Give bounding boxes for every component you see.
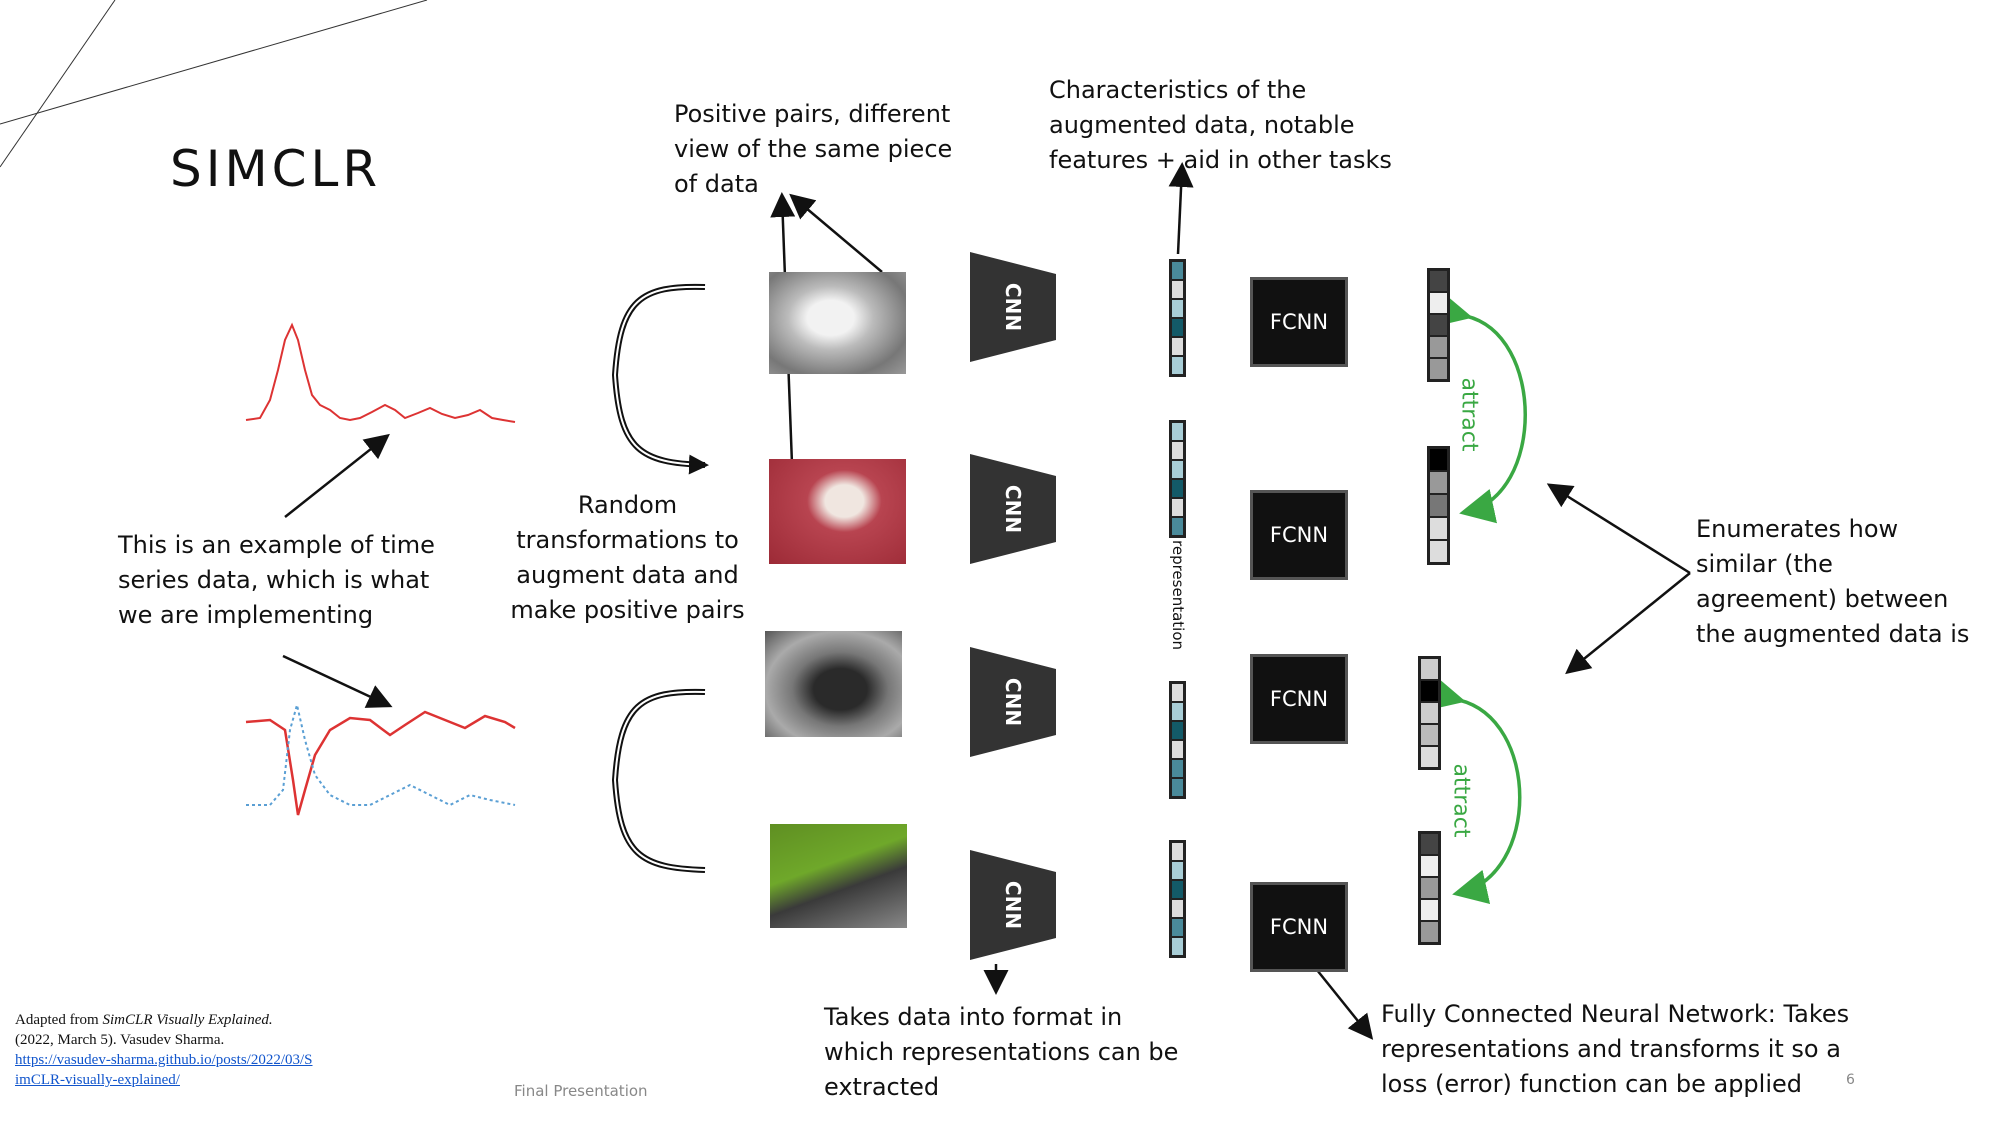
representation-vector	[1169, 259, 1186, 377]
time-series-caption: This is an example of time series data, …	[118, 531, 435, 629]
attract-arc-bottom	[1427, 676, 1522, 904]
attract-arc-top	[1434, 292, 1527, 524]
footer-text: Final Presentation	[514, 1082, 648, 1100]
time-series-red	[245, 322, 516, 423]
attract-label: attract	[1448, 763, 1474, 838]
page-number: 6	[1846, 1072, 1855, 1088]
representation-vector	[1169, 840, 1186, 958]
decor-line	[0, 0, 116, 168]
citation-prefix: Adapted from	[15, 1012, 103, 1028]
citation-work: SimCLR Visually Explained.	[102, 1012, 273, 1028]
citation-link[interactable]: https://vasudev-sharma.github.io/posts/2…	[15, 1052, 313, 1088]
random-transforms-caption: Random transformations to augment data a…	[510, 491, 745, 624]
output-vector	[1427, 268, 1450, 382]
representation-vector	[1169, 420, 1186, 538]
output-vector	[1418, 831, 1441, 945]
positive-pairs-caption: Positive pairs, different view of the sa…	[674, 100, 953, 198]
representation-label: representation	[1169, 540, 1187, 651]
dog-image-red-cropped	[769, 459, 906, 564]
decor-line	[0, 0, 428, 125]
characteristics-caption: Characteristics of the augmented data, n…	[1049, 76, 1392, 174]
citation-details: (2022, March 5). Vasudev Sharma.	[15, 1032, 225, 1048]
cnn-block: CNN	[970, 647, 1056, 757]
cnn-block: CNN	[970, 454, 1056, 564]
fcnn-block: FCNN	[1250, 277, 1348, 367]
dog-image-grayscale	[769, 272, 906, 374]
cnn-block: CNN	[970, 850, 1056, 960]
chair-image-green	[770, 824, 907, 928]
chair-image-grayscale	[765, 631, 902, 737]
output-vector	[1427, 446, 1450, 565]
enumerates-caption: Enumerates how similar (the agreement) b…	[1696, 515, 1970, 648]
time-series-blue	[246, 704, 516, 807]
fcnn-block: FCNN	[1250, 882, 1348, 972]
citation: Adapted from SimCLR Visually Explained. …	[15, 1010, 315, 1090]
slide-title: SIMCLR	[170, 140, 382, 198]
cnn-caption: Takes data into format in which represen…	[824, 1003, 1179, 1101]
output-vector	[1418, 656, 1441, 770]
fcnn-caption: Fully Connected Neural Network: Takes re…	[1381, 1000, 1850, 1098]
attract-label: attract	[1456, 377, 1482, 452]
fcnn-block: FCNN	[1250, 654, 1348, 744]
representation-vector	[1169, 681, 1186, 799]
fcnn-block: FCNN	[1250, 490, 1348, 580]
time-series-red-2	[245, 710, 516, 816]
cnn-block: CNN	[970, 252, 1056, 362]
